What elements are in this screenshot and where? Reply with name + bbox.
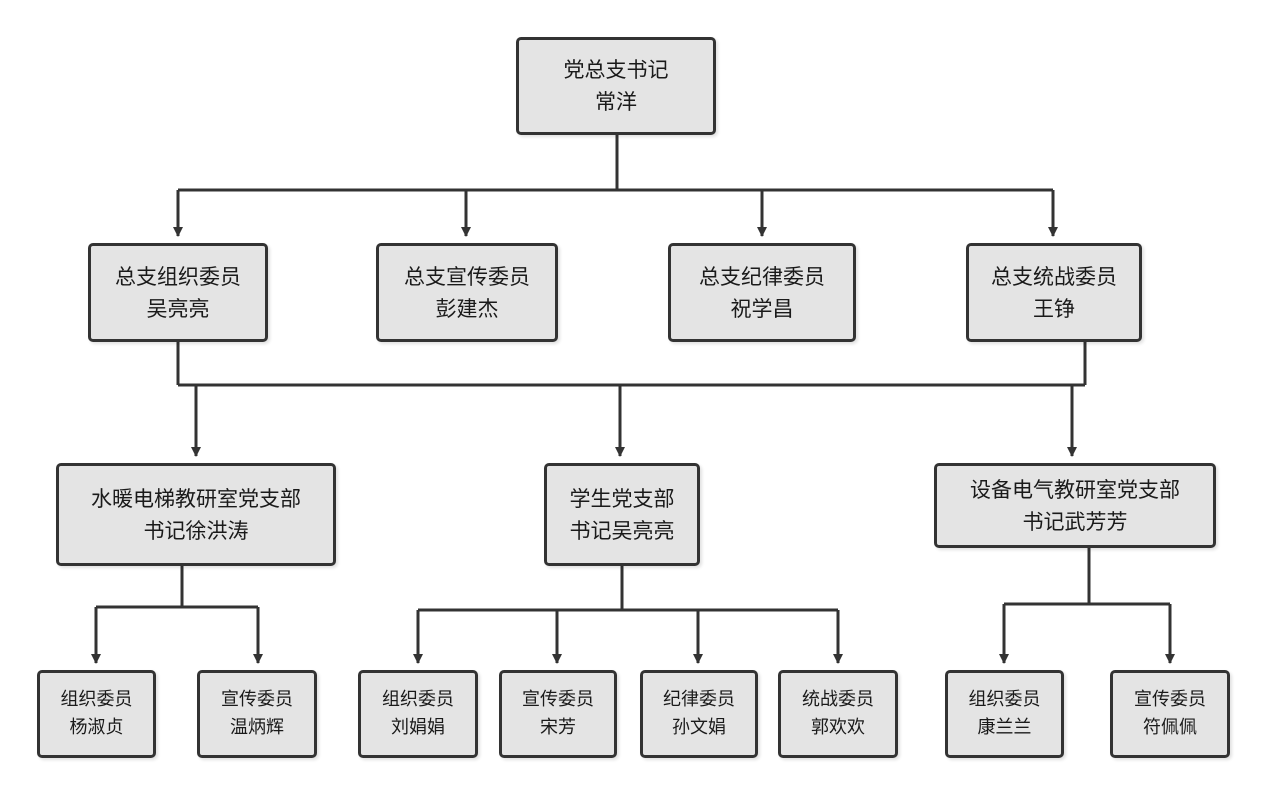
member-role: 纪律委员 (663, 689, 735, 710)
node-person: 彭建杰 (435, 296, 499, 321)
member-node: 组织委员 康兰兰 (945, 670, 1064, 758)
branch-node-equipment-electrical: 设备电气教研室党支部 书记武芳芳 (934, 463, 1216, 548)
member-node: 组织委员 刘娟娟 (358, 670, 478, 758)
member-node: 宣传委员 宋芳 (499, 670, 617, 758)
node-title: 总支组织委员 (115, 264, 241, 289)
member-role: 组织委员 (968, 689, 1041, 710)
node-person: 书记武芳芳 (1022, 509, 1128, 534)
member-role: 组织委员 (60, 689, 133, 710)
member-role: 统战委员 (802, 689, 874, 710)
member-node: 宣传委员 符佩佩 (1110, 670, 1230, 758)
member-node: 纪律委员 孙文娟 (640, 670, 758, 758)
committee-node-publicity: 总支宣传委员 彭建杰 (376, 243, 558, 342)
node-person: 常洋 (595, 90, 637, 114)
member-name: 孙文娟 (672, 717, 726, 738)
member-name: 康兰兰 (977, 717, 1032, 738)
committee-node-discipline: 总支纪律委员 祝学昌 (668, 243, 856, 342)
node-title: 总支宣传委员 (404, 264, 530, 289)
committee-node-united-front: 总支统战委员 王铮 (966, 243, 1142, 342)
node-person: 吴亮亮 (146, 296, 210, 321)
party-secretary-node: 党总支书记 常洋 (516, 37, 716, 135)
node-title: 总支纪律委员 (699, 264, 825, 289)
committee-node-organization: 总支组织委员 吴亮亮 (88, 243, 268, 342)
member-name: 温炳辉 (230, 717, 284, 738)
node-person: 祝学昌 (730, 296, 794, 321)
node-person: 书记徐洪涛 (143, 518, 249, 543)
member-name: 刘娟娟 (391, 717, 445, 738)
node-person: 王铮 (1033, 296, 1075, 321)
member-role: 宣传委员 (221, 689, 293, 710)
member-role: 组织委员 (382, 689, 454, 710)
node-title: 党总支书记 (563, 58, 669, 82)
member-name: 宋芳 (540, 717, 576, 738)
branch-node-plumbing-elevator: 水暖电梯教研室党支部 书记徐洪涛 (56, 463, 336, 566)
member-node: 统战委员 郭欢欢 (778, 670, 898, 758)
member-name: 符佩佩 (1143, 717, 1197, 738)
node-person: 书记吴亮亮 (569, 518, 675, 543)
node-title: 总支统战委员 (991, 264, 1117, 289)
node-title: 学生党支部 (569, 486, 675, 511)
node-title: 水暖电梯教研室党支部 (91, 486, 301, 511)
member-name: 杨淑贞 (69, 717, 124, 738)
member-node: 组织委员 杨淑贞 (37, 670, 156, 758)
member-role: 宣传委员 (522, 689, 594, 710)
member-name: 郭欢欢 (811, 717, 865, 738)
branch-node-students: 学生党支部 书记吴亮亮 (544, 463, 700, 566)
member-role: 宣传委员 (1134, 689, 1206, 710)
member-node: 宣传委员 温炳辉 (197, 670, 317, 758)
node-title: 设备电气教研室党支部 (970, 477, 1180, 502)
